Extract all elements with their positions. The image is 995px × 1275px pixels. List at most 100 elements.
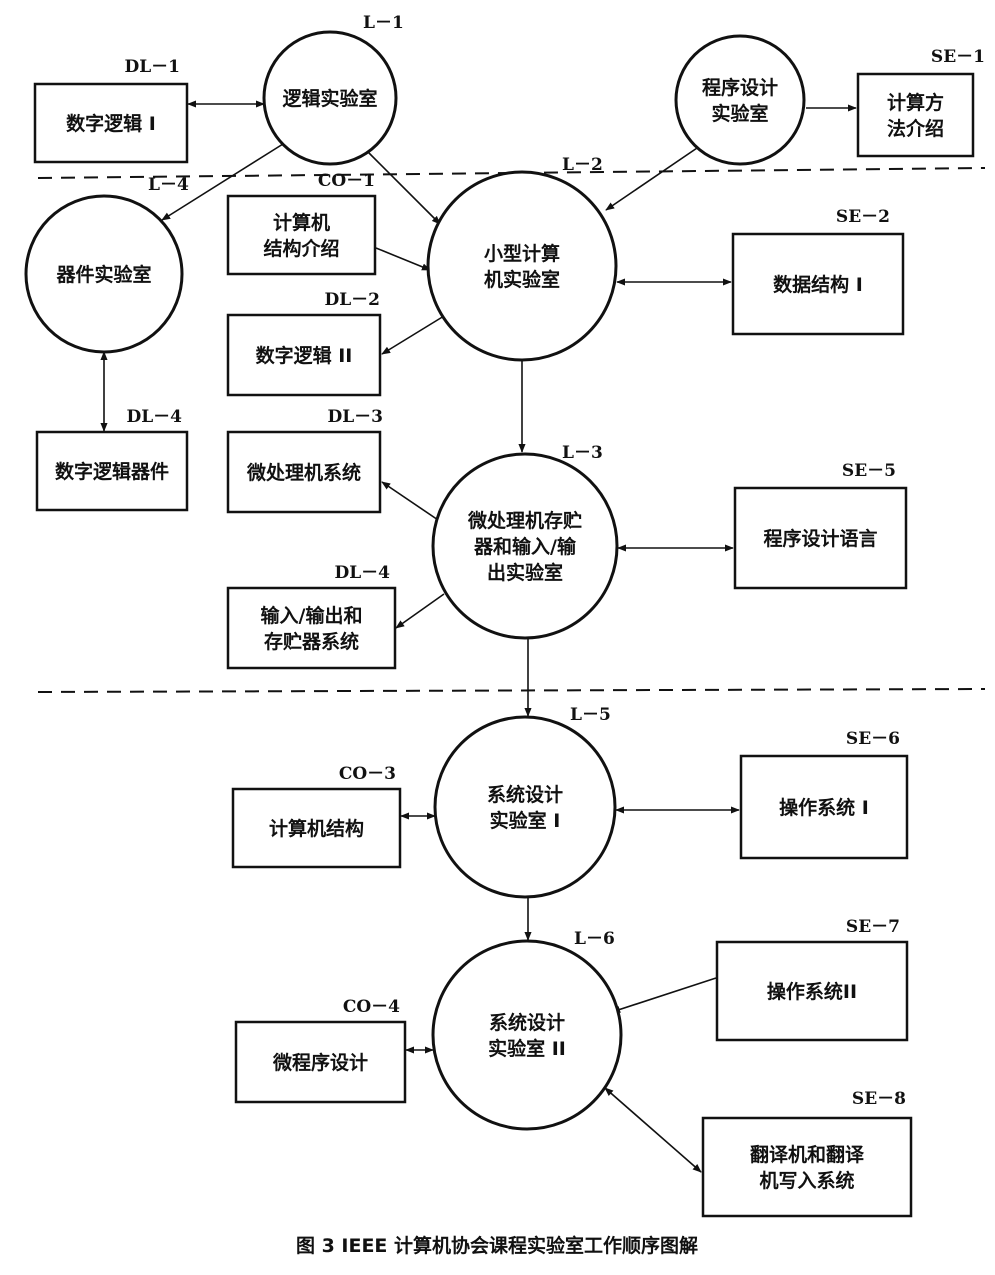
- arrow-lpd-to-l2: [605, 145, 701, 211]
- node-label-lpd: 程序设计: [702, 76, 778, 99]
- node-id-co1: CO－1: [318, 171, 375, 191]
- node-label-co1: 计算机: [273, 211, 330, 234]
- arrow-l2-to-dl2: [381, 315, 445, 355]
- node-id-dl4b: DL－4: [334, 563, 390, 583]
- node-label-dl4b: 输入/输出和: [261, 604, 363, 627]
- node-label-se8: 翻译机和翻译: [750, 1143, 865, 1166]
- divider-line-lower: [37, 688, 986, 693]
- node-id-se2: SE－2: [836, 207, 890, 227]
- node-label-co4: 微程序设计: [272, 1051, 368, 1074]
- node-id-l4: L－4: [148, 175, 189, 195]
- node-id-dl4a: DL－4: [126, 407, 182, 427]
- node-label-dl3: 微处理机系统: [246, 461, 361, 484]
- node-label-se1: 计算方: [887, 91, 944, 114]
- course-box-dl4b: [226, 586, 397, 670]
- course-box-se5: [733, 486, 908, 590]
- edge-layer: [100, 100, 857, 1173]
- node-label-l5: 实验室 I: [490, 809, 561, 832]
- node-id-se1: SE－1: [931, 47, 985, 67]
- course-box-dl3: [226, 430, 382, 514]
- lab-circle-lpd: [674, 34, 806, 166]
- node-label-co1: 结构介绍: [263, 237, 339, 260]
- lab-circle-l3: [431, 452, 619, 640]
- node-label-lpd: 实验室: [711, 102, 768, 125]
- node-label-l1: 逻辑实验室: [282, 87, 377, 110]
- arrow-l3-to-dl4b: [395, 593, 445, 629]
- node-id-dl1: DL－1: [124, 57, 180, 77]
- node-label-dl4a: 数字逻辑器件: [55, 460, 169, 483]
- arrow-l1-to-l2: [367, 151, 441, 225]
- node-dl4a: 数字逻辑器件 DL－4: [35, 407, 189, 512]
- node-l4: 器件实验室 L－4: [24, 175, 189, 354]
- arrow-l1-to-l4: [161, 143, 284, 221]
- node-label-l5: 系统设计: [487, 783, 563, 806]
- course-box-dl1: [33, 82, 189, 164]
- course-box-co3: [231, 787, 402, 869]
- node-se2: 数据结构 I SE－2: [731, 207, 905, 336]
- node-label-dl1: 数字逻辑 I: [66, 112, 156, 135]
- node-dl1: 数字逻辑 I DL－1: [33, 57, 189, 164]
- node-id-l3: L－3: [562, 443, 603, 463]
- node-se6: 操作系统 I SE－6: [739, 729, 909, 860]
- course-box-dl2: [226, 313, 382, 397]
- course-box-dl4a: [35, 430, 189, 512]
- node-id-l1: L－1: [363, 13, 404, 33]
- node-dl3: 微处理机系统 DL－3: [226, 407, 383, 514]
- node-id-dl3: DL－3: [327, 407, 383, 427]
- node-label-l6: 实验室 II: [488, 1037, 566, 1060]
- node-label-l3: 微处理机存贮: [467, 509, 582, 532]
- node-id-se6: SE－6: [846, 729, 900, 749]
- course-box-se8: [701, 1116, 913, 1218]
- arrow-l6-to-se8: [604, 1087, 702, 1173]
- course-box-se7: [715, 940, 909, 1042]
- node-id-se5: SE－5: [842, 461, 896, 481]
- node-id-se7: SE－7: [846, 917, 900, 937]
- course-box-se2: [731, 232, 905, 336]
- node-label-se8: 机写入系统: [759, 1169, 854, 1192]
- node-label-l6: 系统设计: [489, 1011, 565, 1034]
- node-l1: 逻辑实验室 L－1: [262, 13, 404, 166]
- course-box-co4: [234, 1020, 407, 1104]
- node-id-co4: CO－4: [343, 997, 400, 1017]
- node-label-dl2: 数字逻辑 II: [256, 344, 353, 367]
- figure-caption: 图 3 IEEE 计算机协会课程实验室工作顺序图解: [296, 1234, 698, 1257]
- node-label-l3: 出实验室: [487, 561, 563, 584]
- node-id-dl2: DL－2: [324, 290, 380, 310]
- node-label-l2: 小型计算: [484, 242, 560, 265]
- node-dl2: 数字逻辑 II DL－2: [226, 290, 382, 397]
- arrow-dl3-to-l3: [381, 481, 445, 525]
- lab-circle-l6: [431, 939, 623, 1131]
- node-id-l6: L－6: [574, 929, 615, 949]
- course-box-se1: [856, 72, 975, 158]
- node-label-se2: 数据结构 I: [773, 273, 863, 296]
- course-box-se6: [739, 754, 909, 860]
- lab-circle-l1: [262, 30, 398, 166]
- node-id-l2: L－2: [562, 155, 603, 175]
- node-label-l3: 器和输入/输: [473, 535, 577, 558]
- node-label-l4: 器件实验室: [55, 263, 151, 286]
- node-label-se1: 法介绍: [887, 117, 944, 140]
- arrow-se7-to-l6: [611, 977, 717, 1013]
- course-box-co1: [226, 194, 377, 276]
- lab-circle-l4: [24, 194, 184, 354]
- lab-circle-l2: [426, 170, 618, 362]
- node-label-dl4b: 存贮器系统: [264, 630, 359, 653]
- node-label-se6: 操作系统 I: [779, 796, 869, 819]
- node-id-l5: L－5: [570, 705, 611, 725]
- node-label-l2: 机实验室: [484, 268, 560, 291]
- node-co4: 微程序设计 CO－4: [234, 997, 407, 1104]
